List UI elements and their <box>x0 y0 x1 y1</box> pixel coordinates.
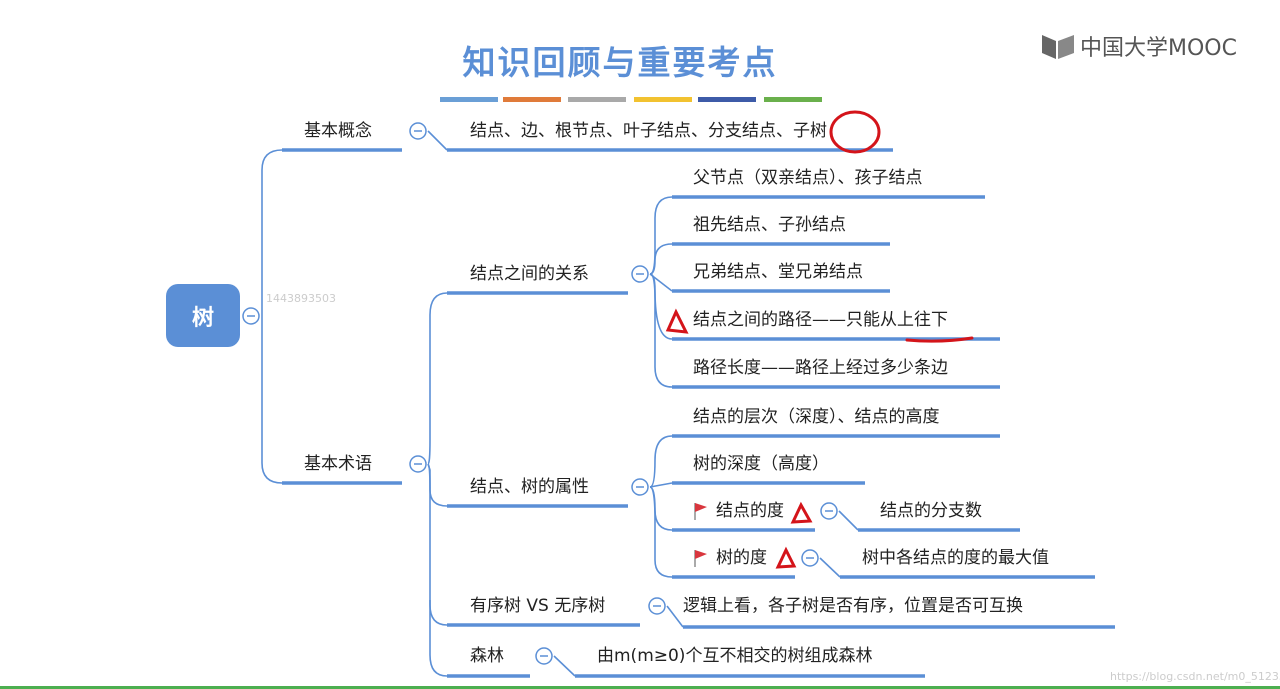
root-label: 树 <box>191 305 214 331</box>
flag-icon <box>694 503 707 520</box>
node-ordered-tree-desc[interactable]: 逻辑上看，各子树是否有序，位置是否可互换 <box>683 596 1023 616</box>
collapse-toggle[interactable] <box>409 122 427 140</box>
node-relations[interactable]: 结点之间的关系 <box>470 264 589 284</box>
node-basic-concepts-content[interactable]: 结点、边、根节点、叶子结点、分支结点、子树 <box>470 121 827 141</box>
color-bar <box>634 97 692 102</box>
watermark: https://blog.csdn.net/m0_51235736 <box>1110 670 1280 683</box>
color-bar <box>440 97 498 102</box>
node-forest-desc[interactable]: 由m(m≥0)个互不相交的树组成森林 <box>597 646 873 666</box>
node-property-item[interactable]: 结点的层次（深度）、结点的高度 <box>693 407 940 427</box>
annotation-triangle <box>790 501 813 524</box>
watermark: 1443893503 <box>266 292 336 305</box>
color-bar <box>764 97 822 102</box>
collapse-toggle[interactable] <box>631 265 649 283</box>
bottom-border <box>0 686 1280 689</box>
annotation-triangle <box>775 546 797 569</box>
node-node-degree[interactable]: 结点的度 <box>716 501 784 521</box>
node-tree-degree[interactable]: 树的度 <box>716 548 767 568</box>
mooc-logo: 中国大学MOOC <box>1040 30 1237 62</box>
collapse-toggle[interactable] <box>535 647 553 665</box>
root-node[interactable]: 树 <box>166 284 240 347</box>
color-bar <box>568 97 626 102</box>
mooc-book-icon <box>1042 35 1074 59</box>
color-bar <box>698 97 756 102</box>
annotation-underline <box>905 336 974 343</box>
node-node-degree-desc[interactable]: 结点的分支数 <box>880 501 982 521</box>
node-forest[interactable]: 森林 <box>470 646 504 666</box>
flag-icon <box>694 550 707 567</box>
node-ordered-tree[interactable]: 有序树 VS 无序树 <box>470 596 606 616</box>
node-basic-terms[interactable]: 基本术语 <box>304 454 372 474</box>
content-text: 结点、边、根节点、叶子结点、分支结点、 <box>470 121 793 141</box>
collapse-toggle[interactable] <box>648 597 666 615</box>
node-relation-item[interactable]: 兄弟结点、堂兄弟结点 <box>693 262 863 282</box>
annotation-circle <box>829 110 881 154</box>
node-basic-concepts[interactable]: 基本概念 <box>304 121 372 141</box>
page-title: 知识回顾与重要考点 <box>462 43 778 82</box>
node-tree-degree-desc[interactable]: 树中各结点的度的最大值 <box>862 548 1049 568</box>
collapse-toggle[interactable] <box>242 307 260 325</box>
color-bar <box>503 97 561 102</box>
annotation-triangle <box>665 308 689 334</box>
collapse-toggle[interactable] <box>820 502 838 520</box>
collapse-toggle[interactable] <box>631 478 649 496</box>
node-relation-item[interactable]: 结点之间的路径——只能从上往下 <box>693 310 948 330</box>
node-properties[interactable]: 结点、树的属性 <box>470 477 589 497</box>
collapse-toggle[interactable] <box>801 549 819 567</box>
collapse-toggle[interactable] <box>409 455 427 473</box>
node-relation-item[interactable]: 父节点（双亲结点）、孩子结点 <box>693 168 923 188</box>
node-relation-item[interactable]: 路径长度——路径上经过多少条边 <box>693 358 948 378</box>
content-circled-text: 子树 <box>793 121 827 141</box>
node-property-item[interactable]: 树的深度（高度） <box>693 454 829 474</box>
node-relation-item[interactable]: 祖先结点、子孙结点 <box>693 215 846 235</box>
